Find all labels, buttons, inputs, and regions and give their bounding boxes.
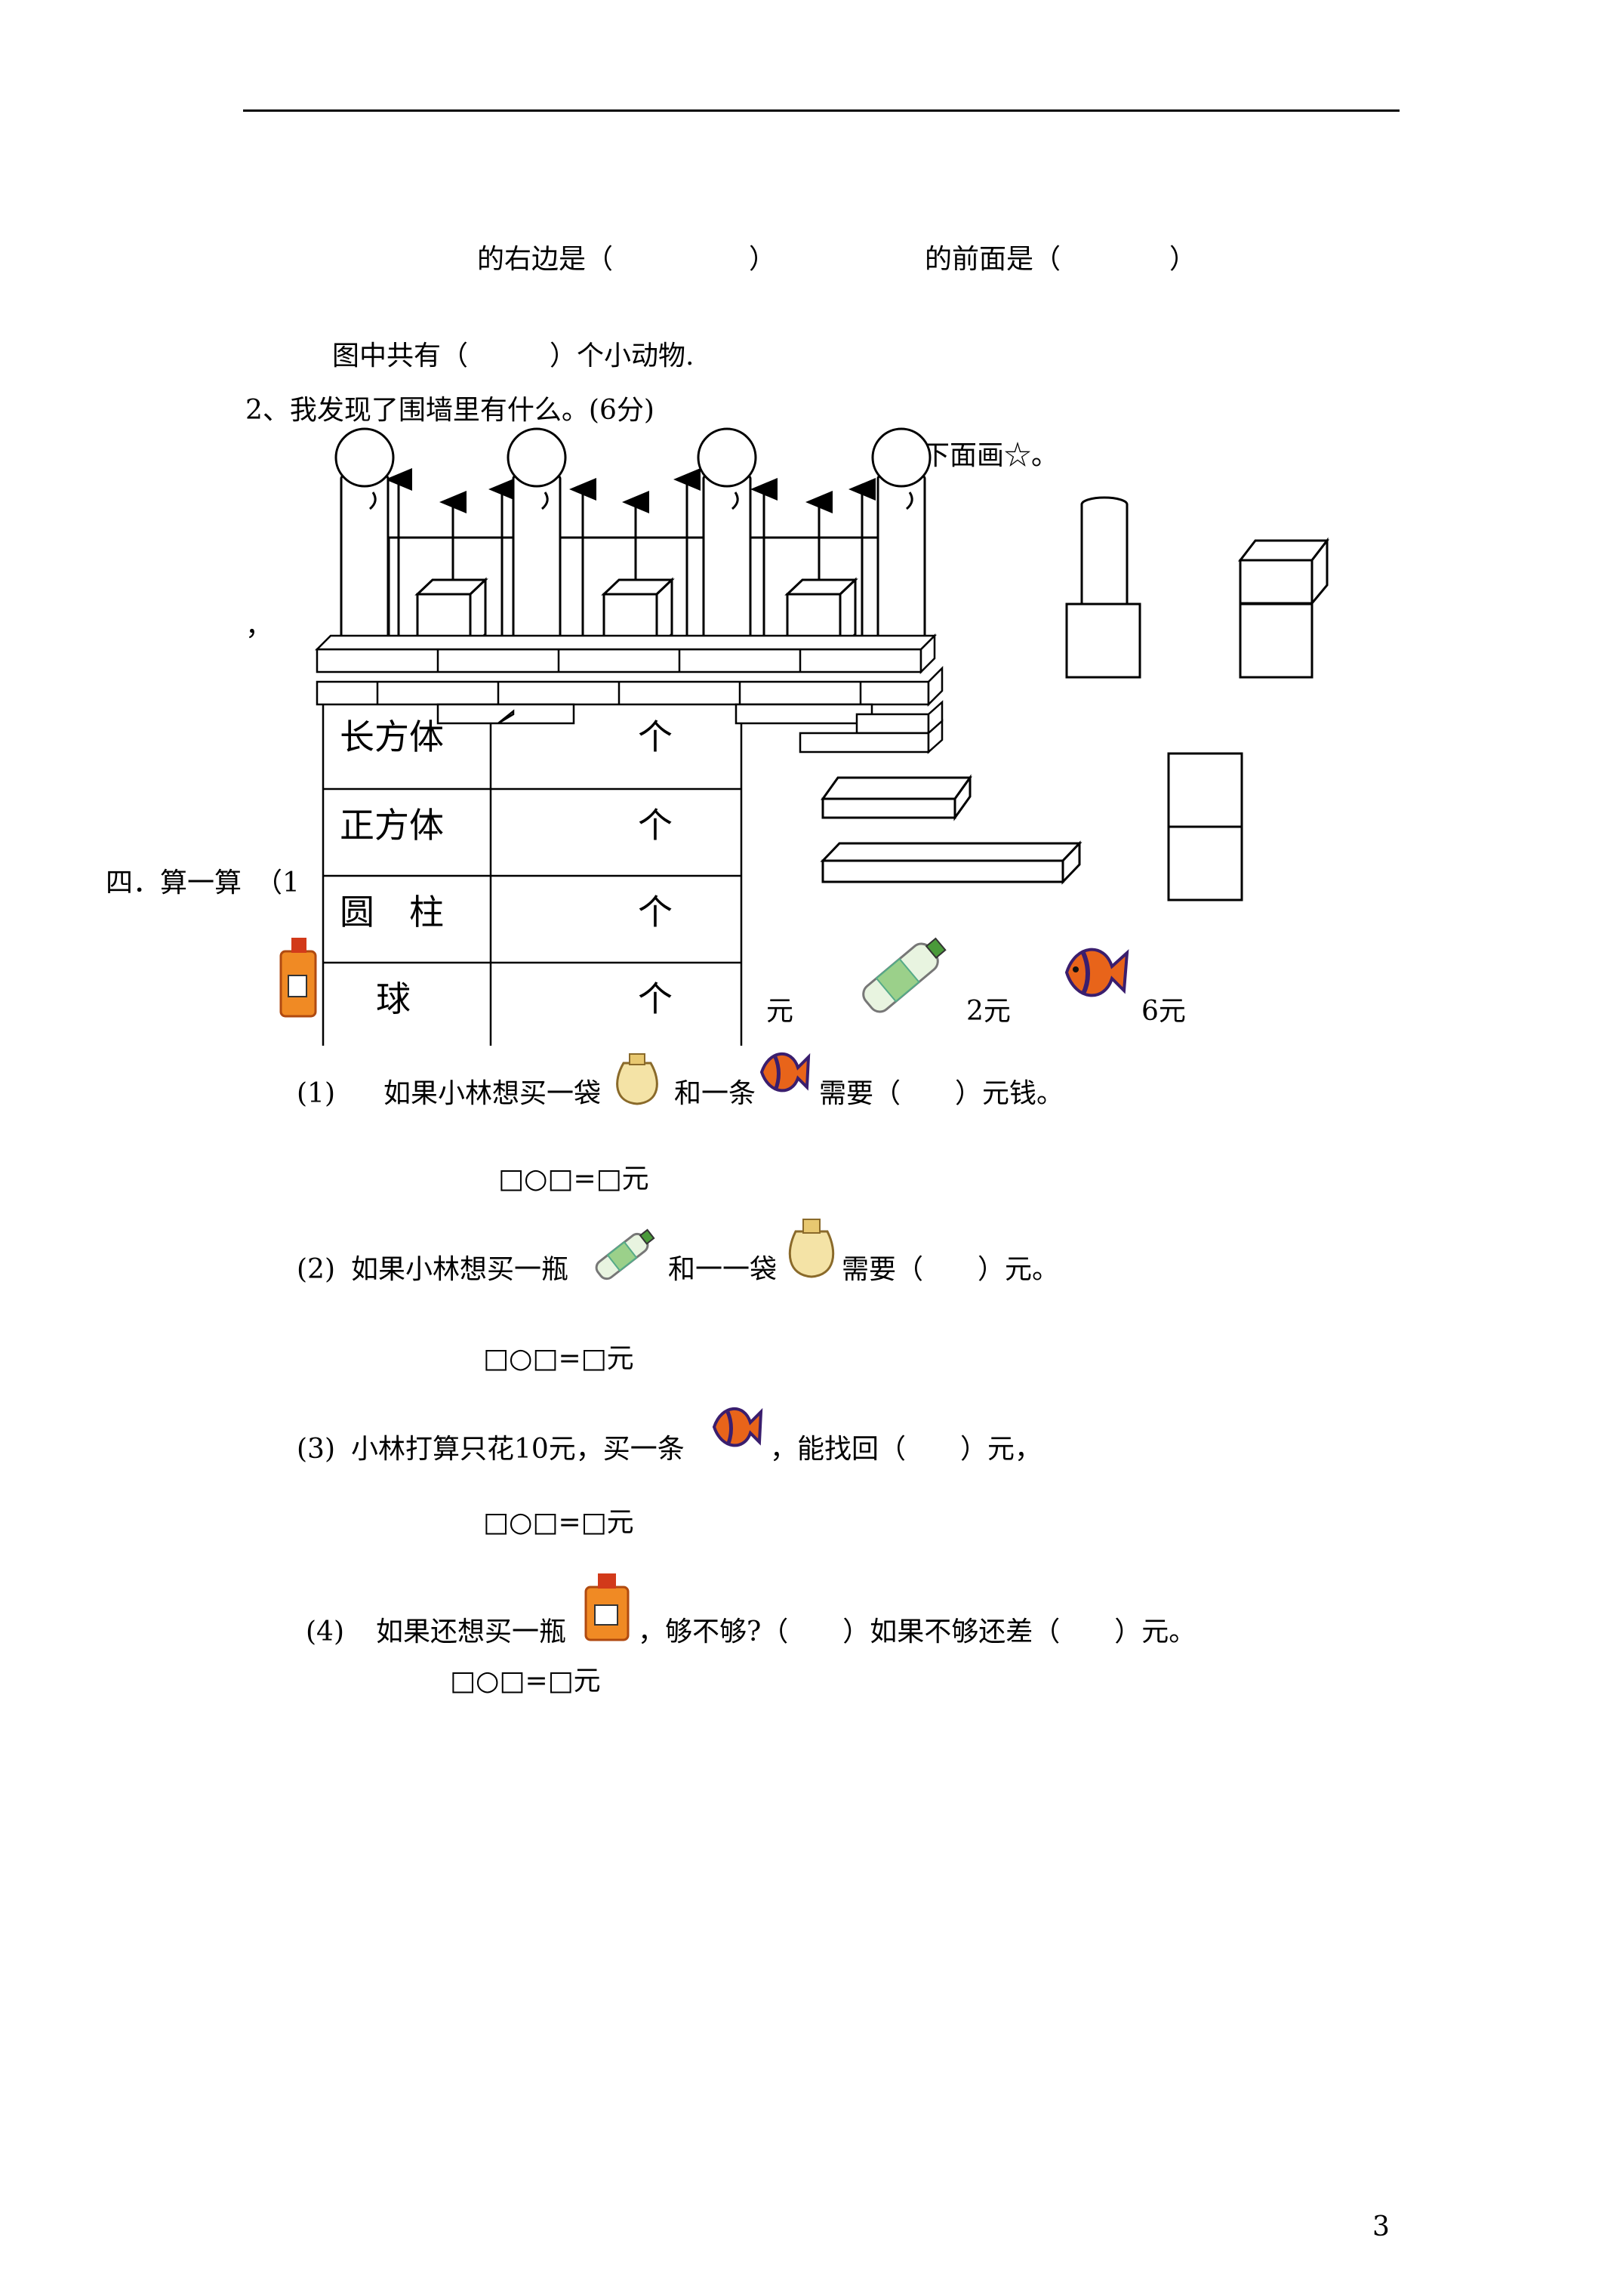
q4-number: (4) xyxy=(306,1616,344,1647)
q3-text-b: ，能找回（ ）元， xyxy=(770,1434,1042,1465)
fish-icon xyxy=(712,1407,763,1447)
fence-wall-illustration xyxy=(314,427,944,754)
q3-number: (3) xyxy=(297,1434,335,1465)
header-rule xyxy=(243,109,1400,112)
fish-icon xyxy=(1064,948,1129,997)
q4-text-a: 如果还想买一瓶 xyxy=(376,1616,567,1647)
page-number: 3 xyxy=(1372,2211,1390,2242)
q2-text-b: 和一一袋 xyxy=(668,1254,778,1285)
q4-text-b: ，够不够?（ ）如果不够还差（ ）元。 xyxy=(638,1616,1196,1647)
q3-equation: □○□=□元 xyxy=(483,1507,634,1538)
q4-equation: □○□=□元 xyxy=(450,1666,601,1697)
price-bottle: 2元 xyxy=(966,996,1011,1027)
table-shape-sphere: 球 xyxy=(376,978,411,1019)
q1-text-b: 和一条 xyxy=(674,1078,756,1109)
animal-count-question: 图中共有（ ）个小动物. xyxy=(332,341,694,371)
section4-title: 四．算一算 （1 xyxy=(106,868,300,898)
q2-text-c: 需要（ ）元。 xyxy=(842,1254,1060,1285)
q2-number: (2) xyxy=(297,1254,335,1285)
draw-star-instruction: 下面画☆。 xyxy=(922,440,1059,471)
table-shape-cylinder: 圆 柱 xyxy=(340,892,444,932)
front-of-question: 的前面是（ ） xyxy=(925,244,1197,275)
price-fish: 6元 xyxy=(1141,996,1186,1027)
table-unit-cylinder: 个 xyxy=(638,892,673,932)
table-shape-cube: 正方体 xyxy=(340,805,444,846)
q1-equation: □○□=□元 xyxy=(498,1163,649,1194)
q2-text-a: 如果小林想买一瓶 xyxy=(351,1254,569,1285)
table-unit-sphere: 个 xyxy=(638,978,673,1019)
right-solids-illustration xyxy=(820,496,1330,901)
q2-title: 2、我发现了围墙里有什么。(6分) xyxy=(245,395,654,426)
q1-number: (1) xyxy=(297,1078,335,1109)
q3-text-a: 小林打算只花10元，买一条 xyxy=(351,1434,685,1465)
right-of-question: 的右边是（ ） xyxy=(477,244,777,275)
table-unit-cube: 个 xyxy=(638,805,673,846)
rice-bag-icon xyxy=(788,1219,835,1278)
table-shape-cuboid: 长方体 xyxy=(340,717,444,757)
water-bottle-icon xyxy=(862,937,947,1013)
fish-icon xyxy=(759,1052,811,1093)
jug-icon xyxy=(584,1573,630,1641)
jug-icon xyxy=(279,938,317,1018)
q1-text-c: 需要（ ）元钱。 xyxy=(819,1078,1064,1109)
rice-bag-icon xyxy=(616,1053,658,1105)
water-bottle-icon xyxy=(595,1228,655,1281)
shapes-table xyxy=(322,702,743,1046)
q2-equation: □○□=□元 xyxy=(483,1343,634,1374)
price-yuan-a: 元 xyxy=(766,996,794,1027)
comma-mark: ， xyxy=(245,611,273,642)
table-unit-cuboid: 个 xyxy=(638,717,673,757)
q1-text-a: 如果小林想买一袋 xyxy=(383,1078,602,1109)
